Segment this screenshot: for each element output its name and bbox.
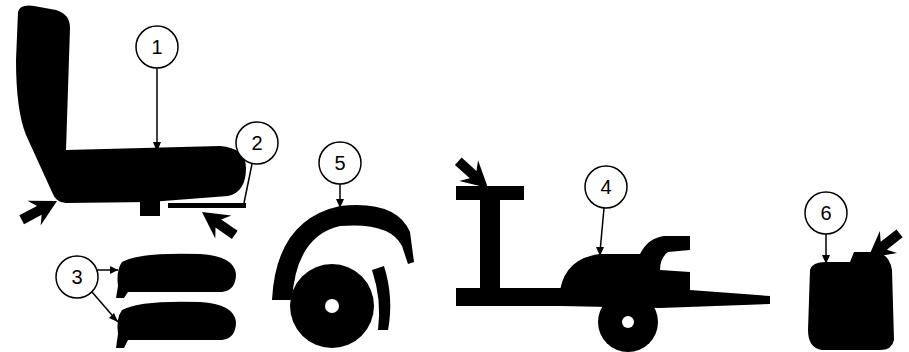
callout-number: 4 bbox=[586, 175, 626, 199]
leader-lines bbox=[92, 68, 826, 322]
pointer-arrow bbox=[15, 189, 63, 233]
seat bbox=[16, 6, 246, 216]
callout-number: 6 bbox=[806, 201, 846, 225]
pointer-arrow bbox=[449, 151, 497, 199]
leader-arrowheads bbox=[109, 142, 830, 322]
pointer-arrow bbox=[859, 222, 908, 269]
callout-circles bbox=[56, 26, 847, 298]
fender-wheel bbox=[272, 205, 414, 348]
pointer-arrow bbox=[194, 201, 243, 247]
armrest bbox=[116, 254, 236, 348]
frame bbox=[456, 186, 770, 352]
callout-number: 3 bbox=[57, 265, 97, 289]
callout-number: 5 bbox=[320, 151, 360, 175]
battery bbox=[808, 252, 894, 350]
callout-number: 2 bbox=[237, 131, 277, 155]
callout-number: 1 bbox=[137, 35, 177, 59]
